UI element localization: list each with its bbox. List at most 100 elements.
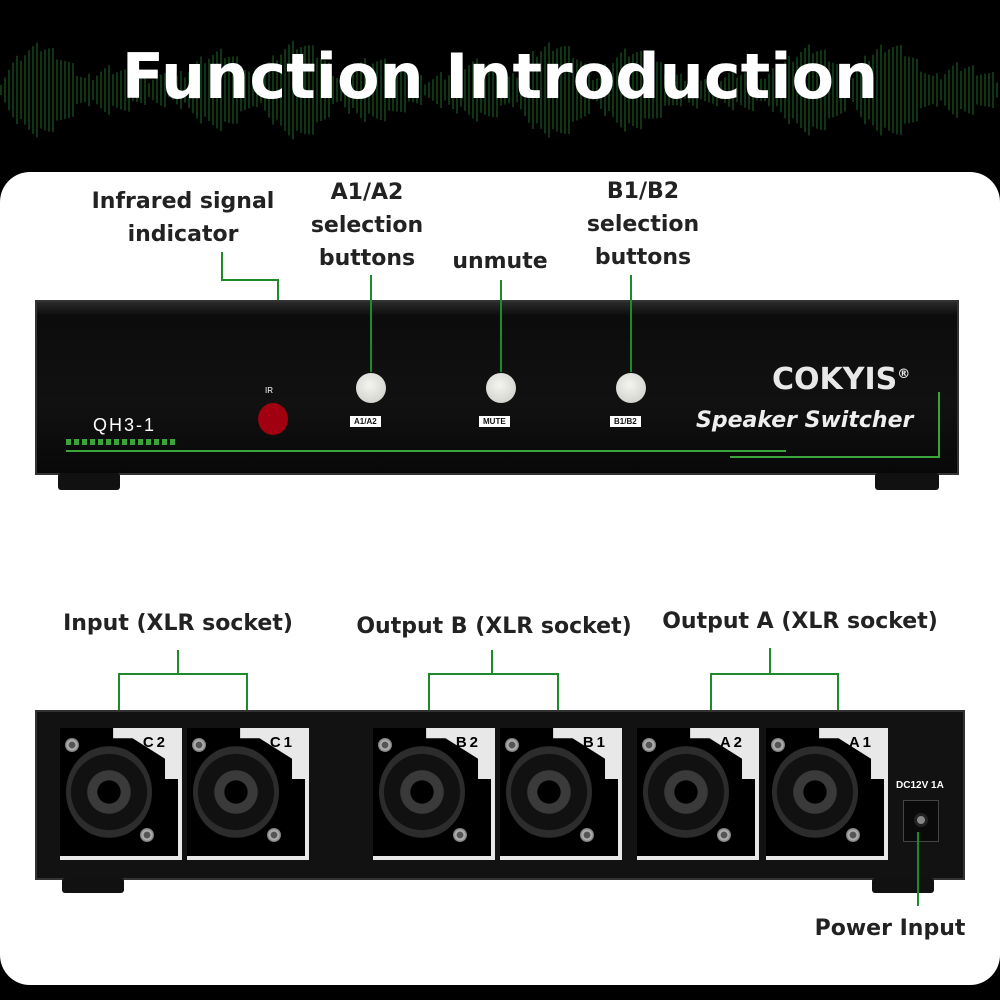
wave-bar <box>684 81 686 99</box>
wave-bar <box>52 47 54 133</box>
wave-bar <box>424 84 426 96</box>
wave-bar <box>500 74 502 106</box>
speakon-socket[interactable] <box>379 746 465 838</box>
wave-bar <box>220 48 222 132</box>
wave-bar <box>988 72 990 108</box>
wave-bar <box>216 51 218 129</box>
wave-bar <box>340 79 342 101</box>
wave-bar <box>256 72 258 108</box>
wave-bar <box>412 77 414 103</box>
wave-bar <box>472 61 474 119</box>
speakon-socket[interactable] <box>643 746 729 838</box>
model-number: QH3-1 <box>93 415 157 435</box>
wave-bar <box>144 75 146 105</box>
wave-bar <box>372 63 374 117</box>
wave-bar <box>852 77 854 103</box>
group-bracket <box>491 650 493 674</box>
wave-bar <box>952 65 954 115</box>
wave-bar <box>252 73 254 107</box>
wave-bar <box>624 48 626 132</box>
wave-bar <box>492 62 494 118</box>
wave-bar <box>332 75 334 105</box>
wave-bar <box>460 73 462 107</box>
wave-bar <box>476 58 478 122</box>
a-button-tag: A1/A2 <box>350 416 381 427</box>
wave-bar <box>368 66 370 114</box>
wave-bar <box>700 80 702 100</box>
wave-bar <box>308 45 310 135</box>
wave-bar <box>908 56 910 124</box>
foot <box>62 878 124 893</box>
screw <box>642 738 656 752</box>
speakon-socket[interactable] <box>772 746 858 838</box>
wave-bar <box>416 76 418 104</box>
wave-bar <box>916 58 918 122</box>
wave-bar <box>864 55 866 125</box>
wave-bar <box>112 74 114 106</box>
socket-label: C1 <box>269 734 295 751</box>
speakon-socket[interactable] <box>506 746 592 838</box>
wave-bar <box>792 61 794 119</box>
wave-bar <box>828 61 830 119</box>
wave-bar <box>972 65 974 115</box>
output-b-group-label: Output B (XLR socket) <box>356 614 632 639</box>
wave-bar <box>900 44 902 136</box>
wave-bar <box>104 68 106 112</box>
wave-bar <box>28 50 30 130</box>
wave-bar <box>188 72 190 108</box>
wave-bar <box>784 61 786 119</box>
b-button-tag: B1/B2 <box>610 416 641 427</box>
wave-bar <box>408 78 410 102</box>
wave-bar <box>644 61 646 119</box>
mute-button[interactable] <box>486 373 516 403</box>
wave-bar <box>564 46 566 134</box>
wave-bar <box>124 69 126 111</box>
wave-bar <box>640 50 642 130</box>
ir-leader <box>221 279 279 281</box>
wave-bar <box>948 69 950 111</box>
wave-bar <box>928 74 930 106</box>
wave-bar <box>548 42 550 138</box>
wave-bar <box>968 66 970 114</box>
wave-bar <box>532 50 534 130</box>
screw <box>192 738 206 752</box>
level-dashes <box>66 439 178 445</box>
wave-bar <box>540 51 542 129</box>
wave-bar <box>400 68 402 112</box>
mute-button-tag: MUTE <box>479 416 510 427</box>
wave-bar <box>24 55 26 125</box>
wave-bar <box>260 76 262 104</box>
socket-label: A1 <box>848 734 874 751</box>
wave-bar <box>164 72 166 108</box>
wave-bar <box>72 63 74 117</box>
wave-bar <box>836 64 838 116</box>
socket-label: C2 <box>142 734 168 751</box>
wave-bar <box>960 70 962 110</box>
wave-bar <box>544 46 546 134</box>
speakon-socket[interactable] <box>193 746 279 838</box>
screw <box>771 738 785 752</box>
wave-bar <box>692 74 694 106</box>
dc-power-jack[interactable] <box>903 800 939 842</box>
wave-bar <box>0 85 2 95</box>
wave-bar <box>744 72 746 108</box>
wave-bar <box>56 59 58 121</box>
socket-panel-c1: C1 <box>187 728 309 860</box>
wave-bar <box>704 78 706 102</box>
wave-bar <box>192 66 194 114</box>
b1-b2-button[interactable] <box>616 373 646 403</box>
wave-bar <box>648 61 650 119</box>
wave-bar <box>360 62 362 118</box>
wave-bar <box>516 77 518 103</box>
wave-bar <box>760 78 762 102</box>
wave-bar <box>912 57 914 123</box>
wave-bar <box>568 46 570 134</box>
wave-bar <box>596 78 598 102</box>
wave-bar <box>776 73 778 107</box>
a1-a2-button[interactable] <box>356 373 386 403</box>
speakon-socket[interactable] <box>66 746 152 838</box>
wave-bar <box>664 74 666 106</box>
wave-bar <box>204 63 206 117</box>
wave-bar <box>844 68 846 112</box>
wave-bar <box>676 74 678 106</box>
